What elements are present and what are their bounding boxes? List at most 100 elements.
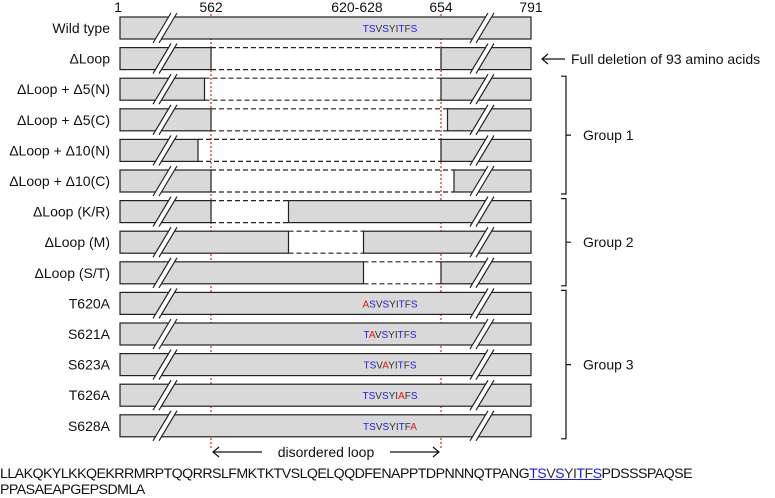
motif-residue: F bbox=[404, 24, 410, 35]
phospho-motif: TAVSYITFS bbox=[364, 330, 417, 341]
motif-residue: A bbox=[398, 391, 405, 402]
left-arrow-icon bbox=[541, 53, 565, 65]
motif-residue: S bbox=[369, 391, 376, 402]
axis-break-icon bbox=[152, 196, 178, 227]
motif-residue: Y bbox=[389, 391, 396, 402]
motif-residue: F bbox=[584, 466, 594, 482]
motif-residue: S bbox=[382, 422, 389, 433]
motif-residue: T bbox=[576, 466, 585, 482]
axis-break-icon bbox=[469, 410, 495, 442]
axis-break-icon bbox=[152, 73, 178, 105]
motif-residue: I bbox=[395, 361, 398, 372]
motif-residue: I bbox=[396, 422, 399, 433]
construct-row: ΔLoop (K/R) bbox=[33, 196, 532, 227]
motif-residue: S bbox=[555, 466, 565, 482]
motif-residue: T bbox=[363, 24, 369, 35]
axis-break-icon bbox=[469, 349, 495, 380]
tick-label: 654 bbox=[429, 0, 453, 15]
axis-break-icon bbox=[469, 165, 495, 197]
motif-residue: V bbox=[376, 361, 383, 372]
tick-label: 562 bbox=[199, 0, 223, 15]
motif-residue: A bbox=[369, 330, 376, 341]
axis-break-icon bbox=[152, 12, 178, 44]
construct-label: ΔLoop + Δ5(C) bbox=[17, 112, 110, 128]
group-bracket: Group 3 bbox=[561, 289, 634, 440]
motif-residue: T bbox=[399, 422, 405, 433]
axis-break-icon bbox=[152, 43, 178, 74]
axis-break-icon bbox=[469, 288, 495, 319]
motif-residue: T bbox=[363, 422, 369, 433]
motif-residue: A bbox=[410, 422, 417, 433]
construct-label: S621A bbox=[68, 326, 111, 342]
disordered-loop-annotation: disordered loop bbox=[212, 444, 440, 460]
motif-residue: S bbox=[411, 24, 418, 35]
motif-residue: Y bbox=[388, 330, 395, 341]
motif-residue: F bbox=[404, 361, 410, 372]
motif-residue: V bbox=[375, 391, 382, 402]
motif-residue: I bbox=[395, 330, 398, 341]
motif-residue: S bbox=[592, 466, 602, 482]
motif-residue: V bbox=[376, 24, 383, 35]
motif-residue: A bbox=[382, 361, 389, 372]
axis-break-icon bbox=[152, 379, 178, 411]
axis-break-icon bbox=[469, 73, 495, 105]
motif-residue: T bbox=[398, 361, 404, 372]
construct-label: T626A bbox=[69, 387, 111, 403]
motif-residue: T bbox=[364, 330, 370, 341]
construct-label: S628A bbox=[68, 418, 111, 434]
motif-residue: Y bbox=[564, 466, 573, 482]
protein-segment bbox=[119, 353, 532, 377]
protein-segment bbox=[119, 291, 532, 315]
construct-label: ΔLoop + Δ10(C) bbox=[9, 173, 110, 189]
phospho-motif: TSVSYIAFS bbox=[362, 391, 417, 402]
motif-residue: S bbox=[411, 391, 418, 402]
motif-residue: F bbox=[405, 422, 411, 433]
axis-break-icon bbox=[469, 257, 495, 289]
motif-residue: I bbox=[395, 391, 398, 402]
motif-residue: Y bbox=[389, 299, 396, 310]
axis-break-icon bbox=[152, 135, 178, 166]
construct-row: ΔLoop bbox=[70, 43, 532, 74]
group-brackets: Group 1 Group 2 Group 3 bbox=[561, 75, 634, 440]
protein-segment bbox=[119, 414, 532, 438]
motif-residue: T bbox=[364, 361, 370, 372]
axis-break-icon bbox=[469, 104, 495, 136]
construct-label: T620A bbox=[69, 295, 111, 311]
sequence-before-motif: LLAKQKYLKKQEKRRMRPTQQRRSLFMKTKTVSLQELQQD… bbox=[0, 466, 530, 482]
axis-break-icon bbox=[469, 226, 495, 258]
motif-residue: I bbox=[572, 466, 577, 482]
motif-residue: F bbox=[405, 391, 411, 402]
construct-label: ΔLoop (K/R) bbox=[33, 204, 110, 220]
sequence-after-motif: PDSSSPAQSE bbox=[601, 466, 693, 482]
motif-residue: A bbox=[362, 299, 369, 310]
motif-residue: S bbox=[381, 330, 388, 341]
protein-segment bbox=[119, 322, 532, 346]
construct-row: ΔLoop (S/T) bbox=[35, 257, 532, 289]
axis-break-icon bbox=[152, 165, 178, 197]
axis-break-icon bbox=[152, 410, 178, 442]
construct-row: ΔLoop + Δ10(N) bbox=[9, 135, 532, 166]
group-label: Group 1 bbox=[583, 127, 634, 143]
motif-residue: V bbox=[376, 422, 383, 433]
construct-row: ΔLoop (M) bbox=[45, 226, 532, 258]
group-label: Group 2 bbox=[583, 234, 634, 250]
motif-residue: S bbox=[369, 422, 376, 433]
phospho-motif: ASVSYITFS bbox=[362, 299, 417, 310]
axis-break-icon bbox=[469, 379, 495, 411]
motif-residue: S bbox=[370, 361, 377, 372]
motif-residue: F bbox=[404, 330, 410, 341]
motif-residue: S bbox=[369, 24, 376, 35]
construct-row: ΔLoop + Δ10(C) bbox=[9, 165, 532, 197]
motif-residue: F bbox=[405, 299, 411, 310]
axis-break-icon bbox=[152, 349, 178, 380]
protein-segment bbox=[119, 383, 532, 407]
axis-break-icon bbox=[469, 135, 495, 166]
protein-segment bbox=[119, 261, 365, 285]
construct-label: ΔLoop + Δ10(N) bbox=[9, 142, 110, 158]
motif-residue: S bbox=[410, 330, 417, 341]
axis-break-icon bbox=[152, 226, 178, 258]
motif-residue: Y bbox=[389, 24, 396, 35]
